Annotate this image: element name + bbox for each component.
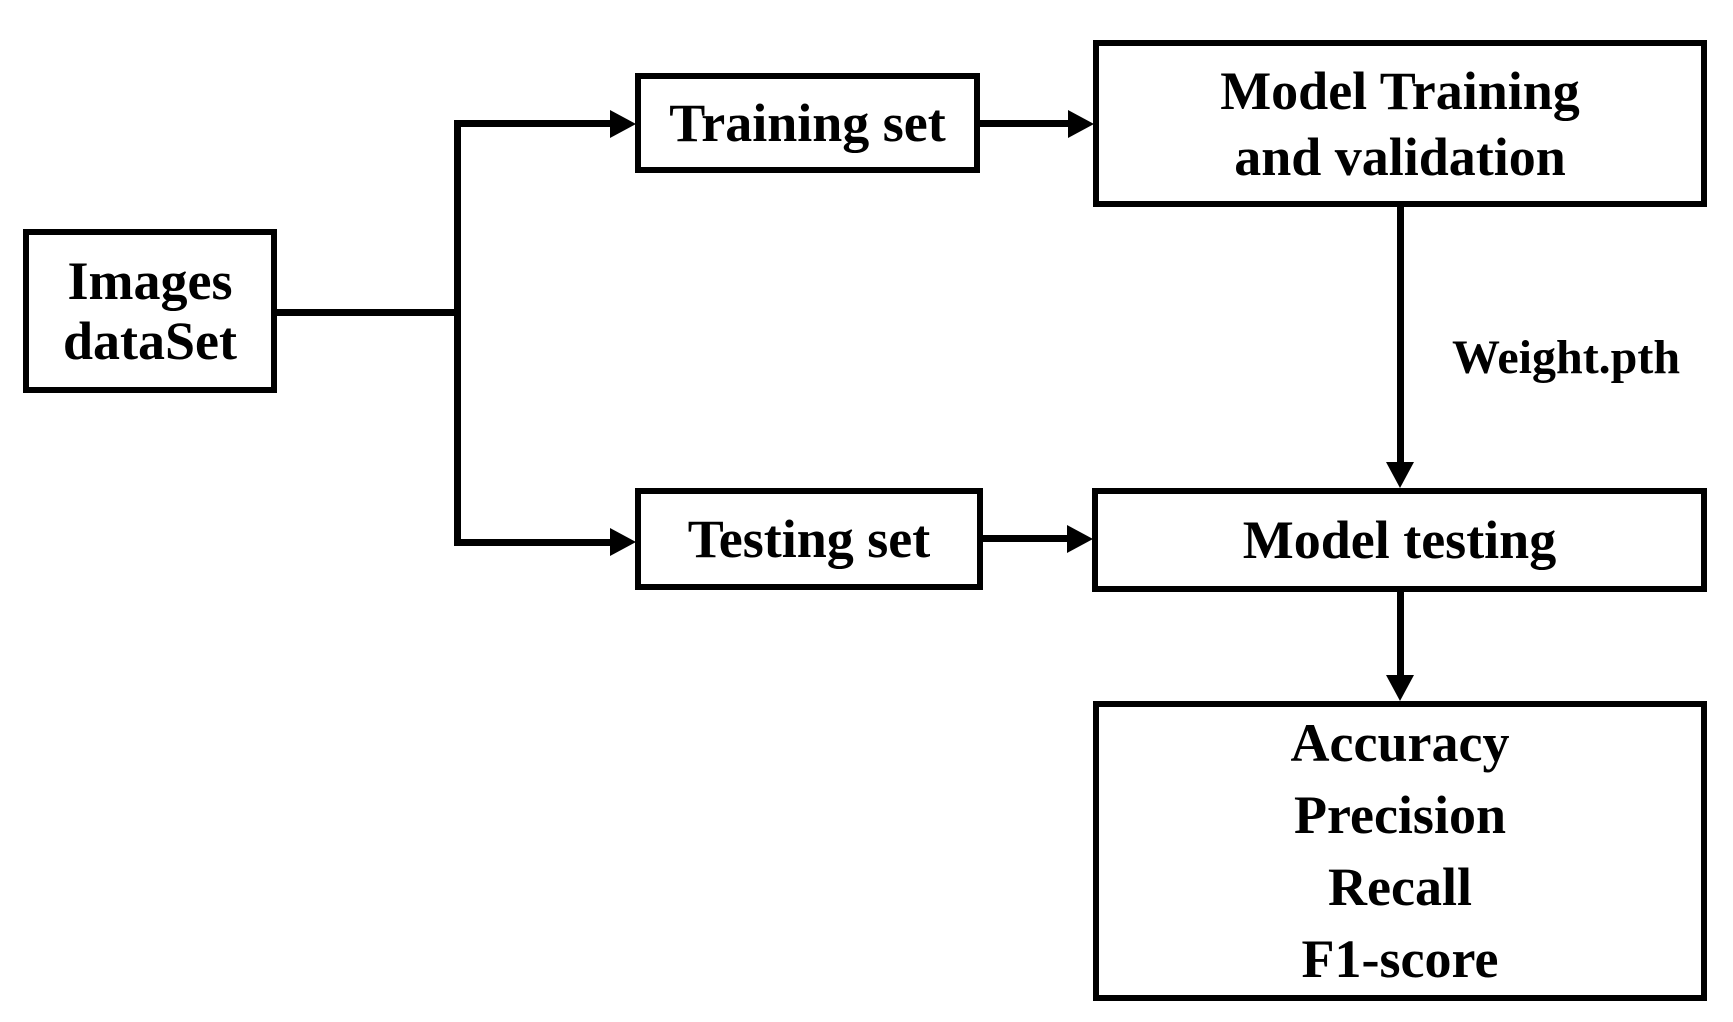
node-model-training: Model Training and validation (1093, 40, 1707, 207)
node-training-set: Training set (635, 73, 980, 173)
edge-branch-to-testing-line (458, 539, 611, 546)
edge-modeltesting-to-metrics-line (1397, 592, 1404, 678)
node-testing-set: Testing set (635, 488, 983, 590)
metric-recall: Recall (1328, 857, 1472, 917)
node-model-testing-label: Model testing (1242, 509, 1557, 570)
arrowhead-to-modeltraining-icon (1068, 110, 1094, 138)
arrowhead-to-metrics-icon (1386, 675, 1414, 701)
edge-branch-to-training-line (458, 120, 611, 127)
arrowhead-to-testing-icon (610, 528, 636, 556)
node-training-set-label: Training set (669, 92, 946, 153)
edge-testing-to-modeltesting-line (983, 535, 1070, 542)
node-model-training-line1: Model Training (1220, 60, 1580, 121)
node-testing-set-label: Testing set (687, 508, 931, 569)
metric-f1-score: F1-score (1301, 929, 1499, 989)
metric-accuracy: Accuracy (1290, 713, 1510, 773)
arrowhead-to-training-icon (610, 110, 636, 138)
metric-precision: Precision (1294, 785, 1506, 845)
node-model-testing: Model testing (1092, 488, 1707, 592)
node-model-training-line2: and validation (1234, 126, 1566, 187)
edge-training-to-modeltraining-line (980, 120, 1070, 127)
edge-label-weight-pth: Weight.pth (1452, 331, 1681, 384)
arrowhead-weight-icon (1386, 462, 1414, 488)
node-images-dataset: Images dataSet (23, 229, 277, 393)
edge-weight-line (1397, 207, 1404, 465)
arrowhead-to-modeltesting-icon (1067, 525, 1093, 553)
edge-dataset-stem-line (277, 309, 461, 316)
node-evaluation-metrics: Accuracy Precision Recall F1-score (1093, 701, 1707, 1001)
node-images-dataset-line1: Images (67, 251, 233, 311)
node-images-dataset-line2: dataSet (63, 311, 237, 371)
edge-dataset-branch-line (454, 120, 461, 546)
